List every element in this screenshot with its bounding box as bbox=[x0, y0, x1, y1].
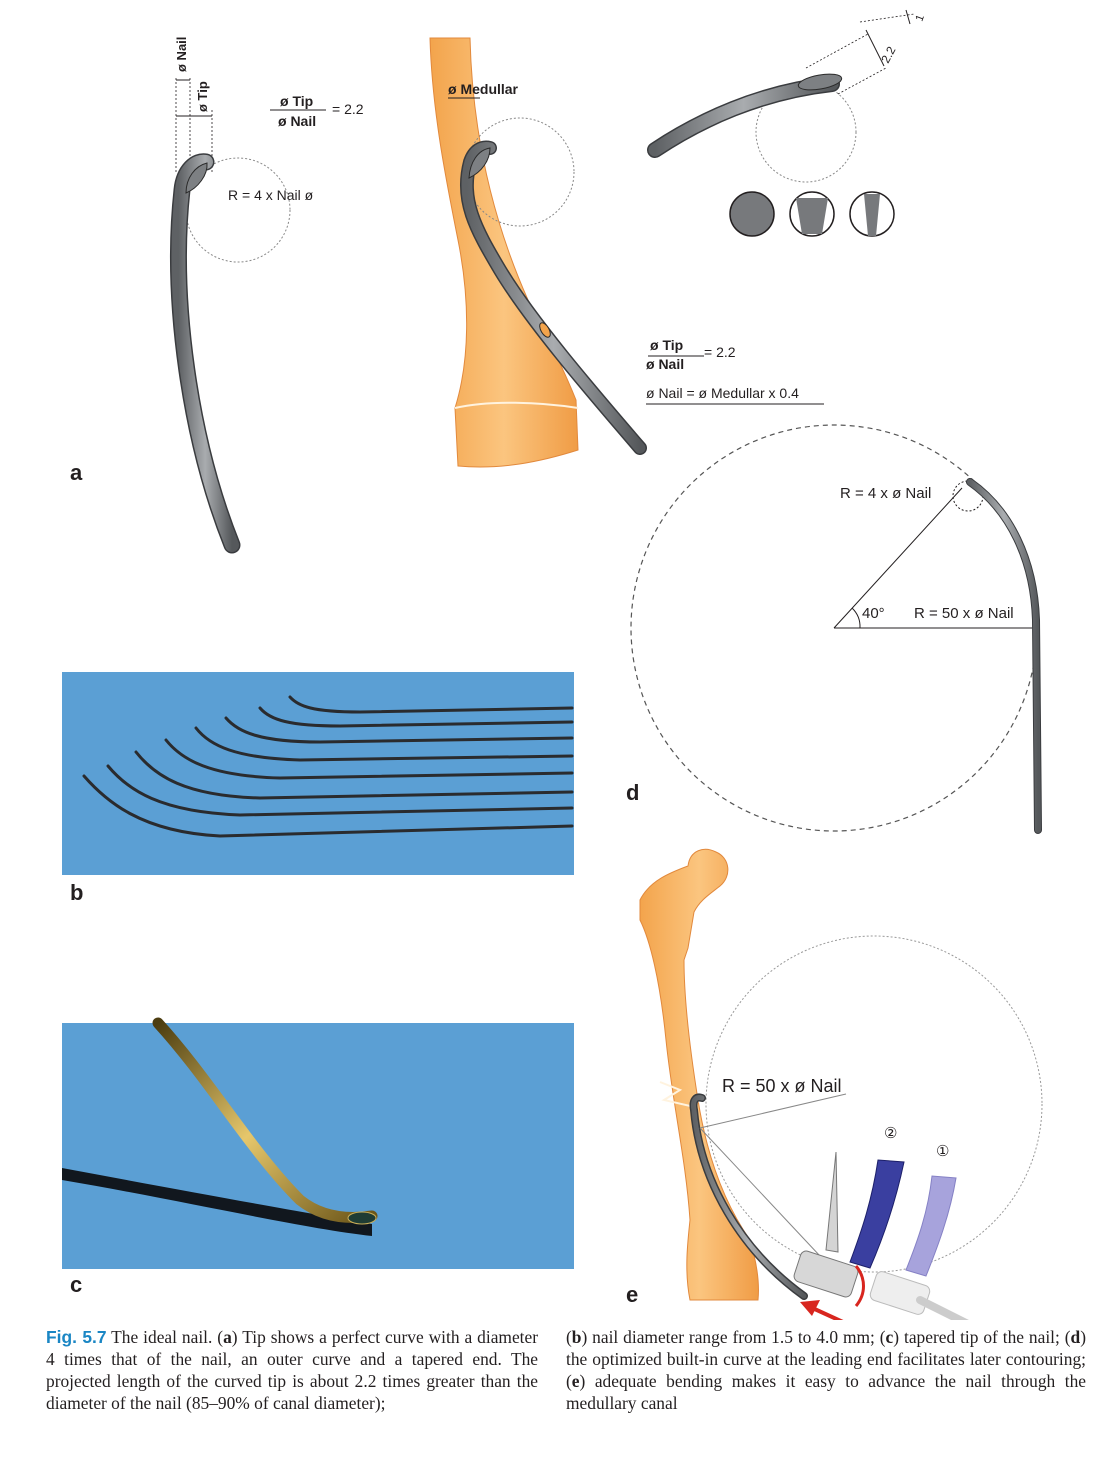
caption-text: ( bbox=[566, 1327, 572, 1347]
caption-ref-b: b bbox=[571, 1327, 582, 1347]
panel-d-diagram bbox=[630, 424, 1042, 834]
panel-label-e: e bbox=[626, 1282, 639, 1307]
ratio-value: = 2.2 bbox=[332, 101, 364, 117]
figure-caption-left: Fig. 5.7 The ideal nail. (a) Tip shows a… bbox=[46, 1326, 538, 1414]
ratio-numerator: ø Tip bbox=[280, 93, 313, 109]
caption-text: The ideal nail. ( bbox=[106, 1327, 224, 1347]
figure-caption-right: (b) nail diameter range from 1.5 to 4.0 … bbox=[566, 1326, 1086, 1414]
figure-canvas: ø Nail ø Tip ø Tip ø Nail = 2.2 R = 4 x … bbox=[62, 9, 1043, 1320]
panel-a-bone-diagram bbox=[429, 37, 824, 468]
ratio2-value: = 2.2 bbox=[704, 344, 736, 360]
dim-22-label: 2.2 bbox=[878, 44, 898, 66]
caption-text: ) the optimized built-in curve at the le… bbox=[566, 1327, 1087, 1391]
panel-c-photo bbox=[62, 1017, 574, 1269]
panel-label-c: c bbox=[70, 1272, 83, 1297]
d-radius-big: R = 50 x ø Nail bbox=[914, 605, 1014, 622]
relation-label: ø Nail = ø Medullar x 0.4 bbox=[646, 385, 799, 401]
caption-ref-a: a bbox=[223, 1327, 232, 1347]
panel-label-d: d bbox=[626, 780, 640, 805]
caption-text: ) tapered tip of the nail; ( bbox=[893, 1327, 1071, 1347]
e-marker-1: ① bbox=[936, 1143, 949, 1160]
panel-label-a: a bbox=[70, 460, 83, 485]
caption-ref-d: d bbox=[1070, 1327, 1081, 1347]
caption-text: ) adequate bending makes it easy to adva… bbox=[566, 1371, 1086, 1413]
medullar-label: ø Medullar bbox=[448, 81, 519, 97]
e-radius-big: R = 50 x ø Nail bbox=[722, 1076, 842, 1096]
dim-tip-label: ø Tip bbox=[195, 81, 210, 112]
ratio-denominator: ø Nail bbox=[278, 113, 316, 129]
panel-e-diagram bbox=[639, 848, 1043, 1320]
dim-1-label: 1 bbox=[914, 13, 927, 23]
caption-text: ) nail diameter range from 1.5 to 4.0 mm… bbox=[581, 1327, 886, 1347]
panel-label-b: b bbox=[70, 880, 84, 905]
caption-ref-c: c bbox=[885, 1327, 894, 1347]
panel-a-tip-detail bbox=[647, 9, 915, 237]
d-radius-small: R = 4 x ø Nail bbox=[840, 485, 931, 502]
panel-b-photo bbox=[62, 672, 574, 875]
ratio2-numerator: ø Tip bbox=[650, 337, 683, 353]
caption-text: ) Tip shows a perfect curve with a diame… bbox=[46, 1327, 538, 1413]
figure-number: Fig. 5.7 bbox=[46, 1327, 107, 1347]
dim-nail-label: ø Nail bbox=[174, 37, 189, 72]
d-angle-label: 40° bbox=[862, 605, 885, 622]
ratio2-denominator: ø Nail bbox=[646, 356, 684, 372]
panel-a-nail-diagram bbox=[170, 78, 326, 554]
e-marker-2: ② bbox=[884, 1125, 897, 1142]
caption-ref-e: e bbox=[571, 1371, 580, 1391]
radius-label-a: R = 4 x Nail ø bbox=[228, 187, 314, 203]
